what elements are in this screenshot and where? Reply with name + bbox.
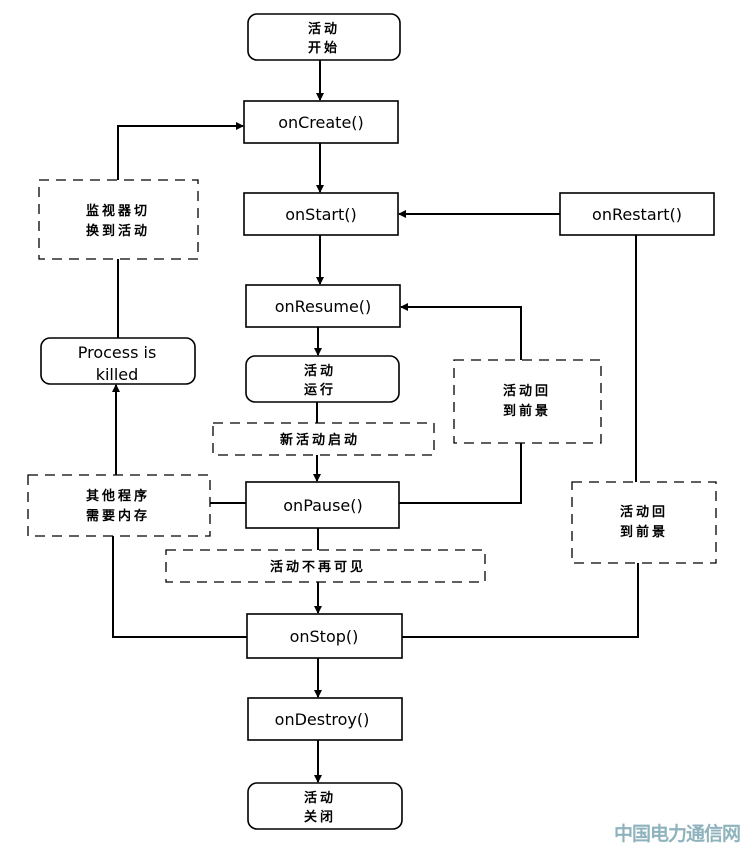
- node-onrestart: onRestart(): [559, 192, 715, 236]
- node-label: killed: [96, 365, 139, 384]
- node-memory-needed: 其他程序 需要内存: [27, 474, 211, 537]
- watermark: 中国电力通信网: [614, 823, 741, 845]
- node-onresume: onResume(): [245, 284, 401, 328]
- node-new-activity: 新活动启动: [212, 422, 435, 456]
- node-label: onCreate(): [278, 113, 364, 132]
- node-label: 到前景: [620, 524, 668, 540]
- node-ondestroy: onDestroy(): [247, 697, 403, 741]
- node-label: 活动不再可见: [270, 559, 366, 575]
- connectors: [112, 60, 639, 783]
- node-label: 换到活动: [86, 223, 150, 239]
- node-running: 活动 运行: [245, 355, 400, 403]
- node-label: onRestart(): [592, 205, 682, 224]
- node-start: 活动 开始: [247, 13, 401, 61]
- node-label: 监视器切: [86, 203, 150, 219]
- node-label: 活动回: [620, 504, 668, 520]
- node-label: 活动: [304, 790, 336, 806]
- node-label: 开始: [308, 40, 340, 56]
- node-label: onPause(): [283, 496, 362, 515]
- arrow-foreground-to-onresume: [400, 303, 522, 360]
- node-label: 到前景: [503, 403, 551, 419]
- node-process-killed: Process is killed: [40, 337, 196, 385]
- node-oncreate: onCreate(): [243, 100, 399, 144]
- arrow-navigate-to-oncreate: [117, 122, 244, 180]
- node-foreground-2: 活动回 到前景: [571, 481, 717, 564]
- node-not-visible: 活动不再可见: [165, 549, 486, 583]
- node-label: 运行: [304, 382, 336, 398]
- line-onpause-to-foreground: [399, 443, 522, 504]
- node-label: onStart(): [285, 205, 357, 224]
- line-onstop-to-memory: [112, 536, 247, 638]
- node-closed: 活动 关闭: [247, 782, 403, 830]
- node-label: Process is: [78, 343, 157, 362]
- node-label: onDestroy(): [275, 710, 370, 729]
- node-onpause: onPause(): [245, 481, 400, 529]
- node-label: 活动: [304, 363, 336, 379]
- node-label: 关闭: [304, 809, 336, 825]
- node-navigate-back: 监视器切 换到活动: [38, 179, 199, 260]
- node-foreground-1: 活动回 到前景: [453, 359, 602, 444]
- node-onstop: onStop(): [246, 613, 403, 659]
- node-label: 新活动启动: [280, 432, 360, 448]
- node-label: onResume(): [275, 297, 372, 316]
- node-label: 需要内存: [86, 508, 150, 524]
- node-label: 活动回: [503, 383, 551, 399]
- node-onstart: onStart(): [243, 192, 399, 236]
- node-label: 活动: [308, 21, 340, 37]
- node-label: 其他程序: [86, 488, 150, 504]
- node-label: onStop(): [290, 627, 359, 646]
- line-onstop-to-foreground: [402, 563, 639, 638]
